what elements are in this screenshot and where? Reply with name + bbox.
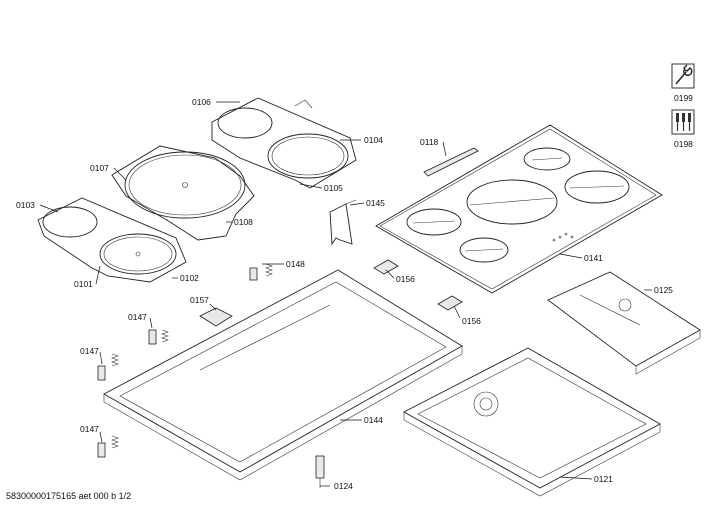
label-0147-c: 0147: [80, 424, 99, 434]
part-0148-spring-foot: [249, 263, 273, 281]
label-0106: 0106: [192, 97, 211, 107]
label-0124: 0124: [334, 481, 353, 491]
label-0108: 0108: [234, 217, 253, 227]
label-0103: 0103: [16, 200, 35, 210]
label-0125: 0125: [654, 285, 673, 295]
label-0101: 0101: [74, 279, 93, 289]
label-0105: 0105: [324, 183, 343, 193]
part-0124-foot: [315, 455, 325, 488]
callout-labels: 0106 0104 0107 0105 0103 0108 0101 0102 …: [16, 97, 673, 491]
part-0121-bottom-housing: [403, 347, 661, 497]
part-0118-trim-strip: [423, 147, 479, 177]
label-0147-b: 0147: [80, 346, 99, 356]
leader-lines: [39, 101, 652, 487]
document-reference: 58300000175165 aet 000 b 1/2: [6, 491, 131, 501]
part-0156-clip-b: [437, 295, 463, 311]
label-0145: 0145: [366, 198, 385, 208]
label-0157: 0157: [190, 295, 209, 305]
label-0141: 0141: [584, 253, 603, 263]
label-0199: 0199: [674, 93, 693, 103]
label-0121: 0121: [594, 474, 613, 484]
part-0107-large-heating-element: [111, 145, 255, 241]
part-0144-mounting-frame: [103, 269, 463, 481]
part-0147-spring-foot-b: [97, 353, 119, 381]
part-0147-spring-foot-a: [148, 329, 169, 345]
label-0107: 0107: [90, 163, 109, 173]
label-0118: 0118: [420, 137, 439, 147]
part-0145-bracket: [329, 199, 357, 246]
part-0125-electronics-module: [547, 271, 701, 375]
part-0104-heating-element-pair: [211, 97, 357, 189]
tools-set-icon[interactable]: 0198: [671, 109, 695, 149]
label-0148: 0148: [286, 259, 305, 269]
part-0157-clip: [199, 307, 233, 327]
label-0156-b: 0156: [462, 316, 481, 326]
label-0144: 0144: [364, 415, 383, 425]
part-0147-spring-foot-c: [97, 435, 119, 458]
service-tool-icon[interactable]: 0199: [671, 63, 695, 103]
label-0156-a: 0156: [396, 274, 415, 284]
part-0141-glass-ceramic-top: [375, 124, 663, 294]
label-0102: 0102: [180, 273, 199, 283]
label-0147-a: 0147: [128, 312, 147, 322]
label-0198: 0198: [674, 139, 693, 149]
part-0156-clip-a: [373, 259, 399, 275]
label-0104: 0104: [364, 135, 383, 145]
part-0101-double-heating-element: [37, 197, 187, 283]
